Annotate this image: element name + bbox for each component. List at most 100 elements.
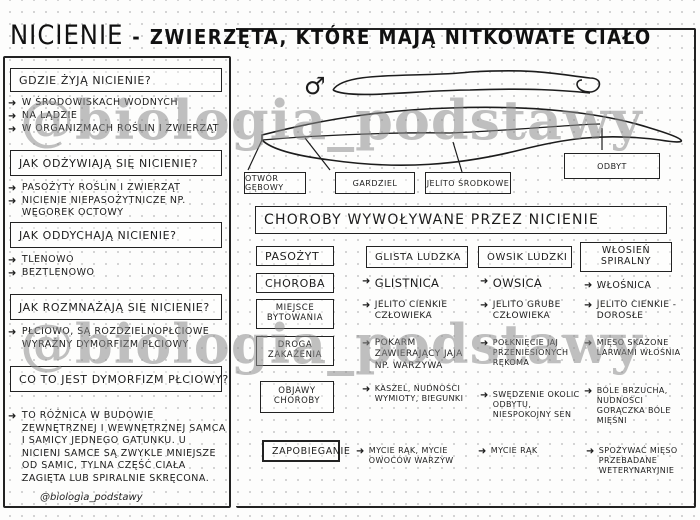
symptoms-cell: ➜SWĘDZENIE OKOLIC ODBYTU, NIESPOKOJNY SE… bbox=[480, 390, 580, 420]
breathing-list: ➜ TLENOWO ➜ BEZTLENOWO bbox=[8, 254, 228, 280]
arrow-icon: ➜ bbox=[8, 111, 17, 122]
location-cell: ➜JELITO CIENKIE - DOROSŁE bbox=[584, 300, 684, 323]
list-item-text: W ŚRODOWISKACH WODNYCH bbox=[21, 97, 178, 108]
parasite-text: OWSIK LUDZKI bbox=[487, 251, 568, 263]
list-item: ➜ TO RÓŻNICA W BUDOWIE ZEWNĘTRZNEJ I WEWN… bbox=[8, 410, 230, 485]
list-item-text: PASOŻYTY ROŚLIN I ZWIERZĄT bbox=[21, 182, 181, 193]
location-cell: ➜JELITO CIENKIE CZŁOWIEKA bbox=[362, 300, 472, 323]
arrow-icon: ➜ bbox=[8, 98, 17, 109]
arrow-icon: ➜ bbox=[586, 446, 595, 457]
title-subtitle: ZWIERZĘTA, KTÓRE MAJĄ NITKOWATE CIAŁO bbox=[149, 25, 652, 49]
cell-text: KASZEL, NUDNOŚCI WYMIOTY, BIEGUNKI bbox=[374, 384, 464, 403]
arrow-icon: ➜ bbox=[356, 446, 365, 457]
label-mouth: OTWÓR GĘBOWY bbox=[244, 172, 306, 194]
arrow-icon: ➜ bbox=[584, 386, 593, 397]
infection-cell: ➜POKARM ZAWIERAJĄCY JAJA np. WARZYWA bbox=[362, 338, 472, 372]
cell-text: JELITO CIENKIE - DOROSŁE bbox=[596, 300, 677, 322]
parasite-wlosien: WŁOSIEŃ SPIRALNY bbox=[580, 242, 672, 272]
male-worm-drawing bbox=[247, 70, 683, 173]
cell-text: OWSICA bbox=[492, 276, 543, 290]
cell-text: JELITO GRUBE CZŁOWIEKA bbox=[492, 300, 561, 322]
question-habitat-text: GDZIE ŻYJĄ NICIENIE? bbox=[19, 73, 152, 87]
arrow-icon: ➜ bbox=[584, 280, 593, 291]
arrow-icon: ➜ bbox=[584, 338, 593, 349]
list-item-text: WYRAŹNY DYMORFIZM PŁCIOWY bbox=[21, 339, 189, 350]
cell-text: JELITO CIENKIE CZŁOWIEKA bbox=[374, 300, 448, 322]
disease-cell: ➜WŁOŚNICA bbox=[584, 280, 651, 293]
arrow-icon: ➜ bbox=[362, 338, 371, 349]
arrow-icon: ➜ bbox=[8, 268, 17, 279]
row-label-disease: CHOROBA bbox=[256, 273, 334, 293]
question-reproduction: JAK ROZMNAŻAJĄ SIĘ NICIENIE? bbox=[10, 294, 222, 320]
list-item: ➜ NICIENIE NIEPASOŻYTNICZE np. WĘGOREK OC… bbox=[8, 195, 228, 220]
cell-text: POŁKNIĘCIE JAJ PRZENIESIONYCH RĘKOMA bbox=[492, 338, 569, 367]
list-item-text: TO RÓŻNICA W BUDOWIE ZEWNĘTRZNEJ I WEWNĘ… bbox=[21, 410, 226, 484]
cell-text: SWĘDZENIE OKOLIC ODBYTU, NIESPOKOJNY SEN bbox=[492, 390, 580, 419]
row-label-prevention: ZAPOBIEGANIE bbox=[262, 440, 350, 462]
label-anus: ODBYT bbox=[564, 153, 660, 179]
prevention-cell: ➜SPOŻYWAĆ MIĘSO PRZEBADANE WETERYNARYJNI… bbox=[586, 446, 686, 476]
infection-cell: ➜POŁKNIĘCIE JAJ PRZENIESIONYCH RĘKOMA bbox=[480, 338, 580, 368]
list-item-text: NICIENIE NIEPASOŻYTNICZE np. WĘGOREK OCT… bbox=[21, 195, 186, 219]
parasite-owsik: OWSIK LUDZKI bbox=[478, 246, 572, 268]
arrow-icon: ➜ bbox=[8, 327, 17, 338]
row-label-symptoms: OBJAWY CHOROBY bbox=[260, 381, 334, 413]
cell-text: GLISTNICA bbox=[374, 276, 440, 290]
row-label-text: CHOROBA bbox=[265, 276, 326, 290]
row-label-location: MIEJSCE BYTOWANIA bbox=[256, 299, 334, 329]
dimorphism-list: ➜ TO RÓŻNICA W BUDOWIE ZEWNĘTRZNEJ I WEWN… bbox=[8, 410, 230, 485]
cell-text: POKARM ZAWIERAJĄCY JAJA np. WARZYWA bbox=[374, 338, 463, 371]
right-panel-frame bbox=[236, 28, 696, 508]
arrow-icon: ➜ bbox=[480, 276, 489, 287]
list-item: ➜ BEZTLENOWO bbox=[8, 267, 228, 280]
list-item: ➜ TLENOWO bbox=[8, 254, 228, 267]
question-habitat: GDZIE ŻYJĄ NICIENIE? bbox=[10, 68, 222, 92]
arrow-icon: ➜ bbox=[8, 411, 17, 422]
label-mouth-text: OTWÓR GĘBOWY bbox=[245, 174, 284, 192]
male-symbol-icon: ♂ bbox=[304, 72, 326, 100]
symptoms-cell: ➜BÓLE BRZUCHA, NUDNOŚCI GORĄCZKA BÓLE MI… bbox=[584, 386, 684, 426]
arrow-icon: ➜ bbox=[8, 196, 17, 207]
prevention-cell: ➜MYCIE RĄK, MYCIE OWOCÓW WARZYW bbox=[356, 446, 456, 466]
question-feeding-text: JAK ODŻYWIAJĄ SIĘ NICIENIE? bbox=[19, 156, 199, 170]
arrow-icon: ➜ bbox=[8, 255, 17, 266]
row-label-parasite: PASOŻYT bbox=[256, 246, 334, 266]
arrow-icon: ➜ bbox=[8, 124, 17, 135]
arrow-icon: ➜ bbox=[480, 338, 489, 349]
row-label-infection: DROGA ZAKAŻENIA bbox=[256, 336, 334, 366]
reproduction-list: ➜PŁCIOWO, SĄ ROZDZIELNOPŁCIOWE ➜WYRAŹNY … bbox=[8, 326, 228, 352]
list-item: ➜ W ŚRODOWISKACH WODNYCH bbox=[8, 97, 228, 110]
disease-cell: ➜OWSICA bbox=[480, 276, 542, 290]
arrow-icon: ➜ bbox=[362, 384, 371, 395]
list-item: ➜ W ORGANIZMACH ROŚLIN I ZWIERZĄT bbox=[8, 123, 228, 136]
list-item: ➜WYRAŹNY DYMORFIZM PŁCIOWY bbox=[8, 339, 228, 352]
cell-text: BÓLE BRZUCHA, NUDNOŚCI GORĄCZKA BÓLE MIĘ… bbox=[596, 386, 671, 425]
list-item: ➜PŁCIOWO, SĄ ROZDZIELNOPŁCIOWE bbox=[8, 326, 228, 339]
label-pharynx-text: GARDZIEL bbox=[352, 178, 398, 188]
arrow-icon: ➜ bbox=[362, 276, 371, 287]
arrow-icon: ➜ bbox=[362, 300, 371, 311]
title-main: NICIENIE bbox=[10, 20, 124, 51]
parasite-glista: GLISTA LUDZKA bbox=[366, 246, 468, 268]
prevention-cell: ➜MYCIE RĄK bbox=[478, 446, 578, 459]
list-item-text: TLENOWO bbox=[21, 254, 74, 265]
footer-signature: @biologia_podstawy bbox=[40, 492, 143, 503]
list-item-text: BEZTLENOWO bbox=[21, 267, 95, 278]
infection-cell: ➜MIĘSO SKAŻONE LARWAMI WŁOŚNIA bbox=[584, 338, 684, 358]
list-item-text: W ORGANIZMACH ROŚLIN I ZWIERZĄT bbox=[21, 123, 220, 134]
arrow-icon: ➜ bbox=[584, 300, 593, 311]
question-breathing: JAK ODDYCHAJĄ NICIENIE? bbox=[10, 222, 222, 248]
cell-text: MIĘSO SKAŻONE LARWAMI WŁOŚNIA bbox=[596, 338, 681, 357]
list-item-text: NA LĄDZIE bbox=[21, 110, 78, 121]
cell-text: MYCIE RĄK, MYCIE OWOCÓW WARZYW bbox=[368, 446, 454, 465]
cell-text: WŁOŚNICA bbox=[596, 280, 652, 291]
label-pharynx: GARDZIEL bbox=[335, 172, 415, 194]
title-dash: - bbox=[132, 25, 142, 49]
question-breathing-text: JAK ODDYCHAJĄ NICIENIE? bbox=[19, 228, 177, 242]
row-label-text: MIEJSCE BYTOWANIA bbox=[266, 303, 324, 323]
arrow-icon: ➜ bbox=[8, 183, 17, 194]
parasite-text: WŁOSIEŃ SPIRALNY bbox=[600, 245, 652, 267]
list-item: ➜ PASOŻYTY ROŚLIN I ZWIERZĄT bbox=[8, 182, 228, 195]
question-dimorphism: CO TO JEST DYMORFIZM PŁCIOWY? bbox=[10, 366, 228, 392]
location-cell: ➜JELITO GRUBE CZŁOWIEKA bbox=[480, 300, 580, 323]
